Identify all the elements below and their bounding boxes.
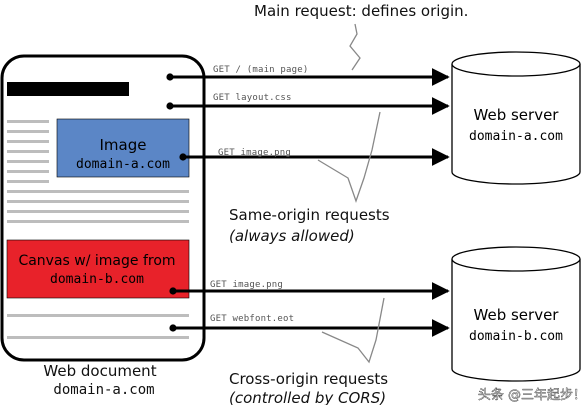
server-b: Web server domain-b.com bbox=[451, 246, 581, 382]
main-request-pointer bbox=[349, 23, 361, 71]
server-a-label: Web server bbox=[474, 106, 560, 124]
document-caption: Web document bbox=[43, 362, 156, 380]
canvas-domain: domain-b.com bbox=[50, 272, 144, 287]
cross-origin-label: Cross-origin requests bbox=[229, 370, 388, 388]
image-label: Image bbox=[100, 136, 147, 154]
same-origin-label: Same-origin requests bbox=[229, 206, 390, 224]
server-b-domain: domain-b.com bbox=[469, 329, 563, 344]
server-a-domain: domain-a.com bbox=[469, 129, 563, 144]
request-main-page: GET / (main page) bbox=[213, 65, 309, 75]
document-title-bar bbox=[7, 82, 129, 96]
same-origin-sublabel: (always allowed) bbox=[229, 227, 355, 245]
server-b-label: Web server bbox=[474, 306, 560, 324]
request-image-png: GET image.png bbox=[218, 148, 291, 158]
document-caption-domain: domain-a.com bbox=[53, 382, 154, 398]
main-request-annotation: Main request: defines origin. bbox=[254, 2, 468, 20]
request-webfont: GET webfont.eot bbox=[210, 314, 294, 324]
watermark: 头条 @三年起步！ bbox=[478, 387, 586, 403]
image-box bbox=[56, 118, 190, 178]
same-origin-pointer bbox=[317, 111, 381, 203]
document-text-lines bbox=[7, 120, 189, 339]
cross-origin-sublabel: (controlled by CORS) bbox=[229, 389, 386, 405]
server-a: Web server domain-a.com bbox=[451, 51, 581, 185]
canvas-label: Canvas w/ image from bbox=[18, 253, 175, 269]
request-layout-css: GET layout.css bbox=[213, 93, 292, 103]
cross-origin-pointer bbox=[321, 297, 385, 364]
request-image-cross-png: GET image.png bbox=[210, 280, 283, 290]
image-domain: domain-a.com bbox=[76, 157, 170, 172]
request-arrows bbox=[170, 68, 450, 337]
canvas-box bbox=[6, 239, 190, 299]
arrow-start-dots bbox=[166, 73, 187, 332]
